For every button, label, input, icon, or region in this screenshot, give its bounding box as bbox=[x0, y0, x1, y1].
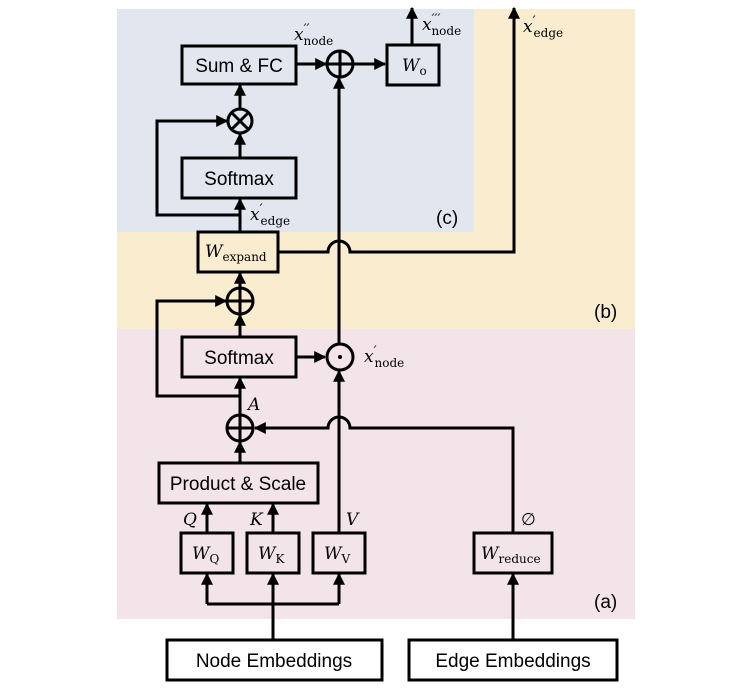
node-embeddings-block: Node Embeddings bbox=[165, 638, 384, 682]
w-k-block: WK bbox=[245, 531, 301, 575]
w-expand-block: Wexpand bbox=[196, 230, 280, 274]
product-scale-block: Product & Scale bbox=[157, 461, 320, 505]
q-label: Q bbox=[183, 510, 197, 530]
w-q-block: WQ bbox=[179, 531, 235, 575]
sum-fc-block: Sum & FC bbox=[180, 44, 298, 86]
softmax-c-block: Softmax bbox=[180, 156, 298, 200]
edge-embeddings-block: Edge Embeddings bbox=[407, 638, 619, 682]
v-label: V bbox=[346, 510, 360, 530]
svg-text:Product & Scale: Product & Scale bbox=[170, 474, 306, 495]
x-node-double-prime-label: x′′node bbox=[294, 22, 333, 48]
x-node-prime-label: x′node bbox=[364, 344, 404, 370]
svg-text:Node Embeddings: Node Embeddings bbox=[196, 651, 352, 672]
panel-a-label: (a) bbox=[594, 592, 617, 613]
x-node-triple-prime-label: x′′′node bbox=[422, 12, 461, 38]
svg-text:Wexpand: Wexpand bbox=[205, 242, 267, 264]
svg-text:Sum & FC: Sum & FC bbox=[195, 56, 283, 77]
svg-text:WQ: WQ bbox=[192, 544, 219, 566]
w-v-block: WV bbox=[311, 531, 367, 575]
wires bbox=[155, 6, 520, 640]
svg-text:Softmax: Softmax bbox=[204, 169, 274, 190]
svg-text:Wo: Wo bbox=[402, 56, 427, 78]
k-label: K bbox=[249, 510, 264, 530]
add-mid-icon bbox=[225, 286, 255, 316]
x-edge-c-label: x′edge bbox=[250, 202, 290, 228]
w-o-block: Wo bbox=[385, 43, 441, 87]
softmax-a-block: Softmax bbox=[180, 335, 298, 379]
multiply-icon bbox=[226, 107, 254, 135]
hadamard-icon bbox=[325, 342, 355, 372]
panel-b-label: (b) bbox=[594, 302, 617, 323]
svg-text:Edge Embeddings: Edge Embeddings bbox=[435, 651, 590, 672]
a-label: A bbox=[246, 395, 260, 415]
svg-text:WV: WV bbox=[324, 544, 350, 566]
add-top-icon bbox=[325, 49, 355, 79]
svg-text:Wreduce: Wreduce bbox=[481, 544, 541, 566]
panel-c-label: (c) bbox=[436, 208, 458, 229]
w-reduce-block: Wreduce bbox=[472, 531, 554, 575]
phi-label: ∅ bbox=[521, 510, 536, 530]
svg-text:WK: WK bbox=[258, 544, 285, 566]
x-edge-output-label: x′edge bbox=[523, 14, 563, 40]
add-bottom-icon bbox=[225, 413, 255, 443]
svg-text:Softmax: Softmax bbox=[204, 348, 274, 369]
